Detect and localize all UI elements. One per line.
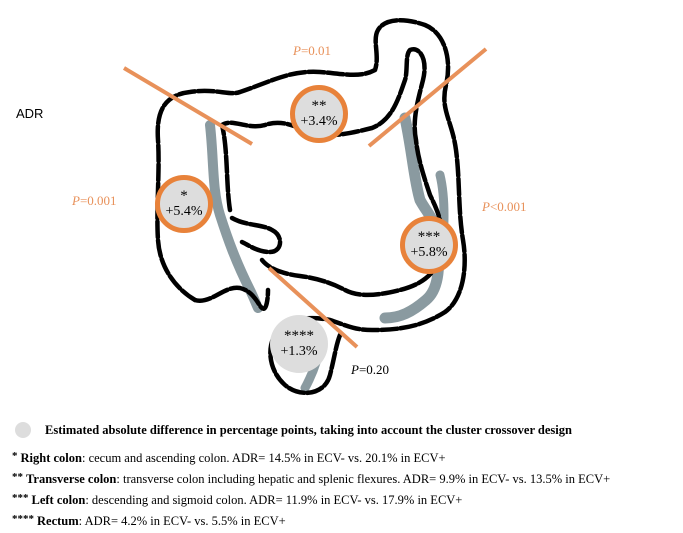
badge-right-colon: * +5.4%: [155, 175, 213, 233]
p-value-rectum: P=0.20: [351, 362, 389, 378]
footnote-left-colon: ***Left colon: descending and sigmoid co…: [12, 492, 677, 507]
footnote-text: : transverse colon including hepatic and…: [116, 472, 610, 486]
badge-stars: ****: [284, 329, 314, 344]
footnote-text: : cecum and ascending colon. ADR= 14.5% …: [82, 451, 446, 465]
adr-label: ADR: [16, 106, 43, 121]
p-symbol: P: [482, 199, 490, 214]
p-value-left: P<0.001: [482, 199, 527, 215]
p-value-text: =0.001: [80, 193, 117, 208]
footnote-segment: Left colon: [32, 493, 86, 507]
badge-stars: **: [312, 99, 327, 114]
footnote-stars: ***: [12, 492, 29, 504]
badge-rectum: **** +1.3%: [270, 315, 328, 373]
footnote-rectum: ****Rectum: ADR= 4.2% in ECV- vs. 5.5% i…: [12, 513, 677, 528]
footnote-segment: Right colon: [21, 451, 82, 465]
p-value-transverse: P=0.01: [293, 43, 331, 59]
p-symbol: P: [293, 43, 301, 58]
badge-stars: *: [180, 189, 188, 204]
footnote-segment: Transverse colon: [26, 472, 116, 486]
legend: Estimated absolute difference in percent…: [12, 420, 677, 528]
divider-right-transverse: [124, 68, 252, 144]
footnote-stars: ****: [12, 513, 34, 525]
mucosa-right: [210, 125, 258, 308]
footnote-segment: Rectum: [37, 514, 79, 528]
grey-circle-icon: [15, 422, 31, 438]
badge-stars: ***: [418, 230, 441, 245]
footnote-text: : descending and sigmoid colon. ADR= 11.…: [85, 493, 462, 507]
footnote-transverse-colon: **Transverse colon: transverse colon inc…: [12, 471, 677, 486]
footnote-right-colon: *Right colon: cecum and ascending colon.…: [12, 450, 677, 465]
p-value-text: =0.01: [301, 43, 331, 58]
cecum-loop: [232, 218, 280, 252]
badge-value: +5.8%: [410, 245, 447, 260]
badge-value: +3.4%: [300, 114, 337, 129]
footnote-text: : ADR= 4.2% in ECV- vs. 5.5% in ECV+: [79, 514, 286, 528]
legend-key-text: Estimated absolute difference in percent…: [45, 423, 572, 438]
divider-transverse-left: [369, 49, 486, 146]
badge-left-colon: *** +5.8%: [400, 216, 458, 274]
p-value-text: =0.20: [359, 362, 389, 377]
badge-transverse-colon: ** +3.4%: [290, 85, 348, 143]
badge-value: +1.3%: [280, 344, 317, 359]
footnotes: *Right colon: cecum and ascending colon.…: [12, 450, 677, 528]
p-symbol: P: [72, 193, 80, 208]
footnote-stars: **: [12, 471, 23, 483]
footnote-stars: *: [12, 450, 18, 462]
p-value-text: <0.001: [490, 199, 527, 214]
p-symbol: P: [351, 362, 359, 377]
legend-key: Estimated absolute difference in percent…: [12, 420, 677, 440]
badge-value: +5.4%: [165, 204, 202, 219]
p-value-right: P=0.001: [72, 193, 117, 209]
